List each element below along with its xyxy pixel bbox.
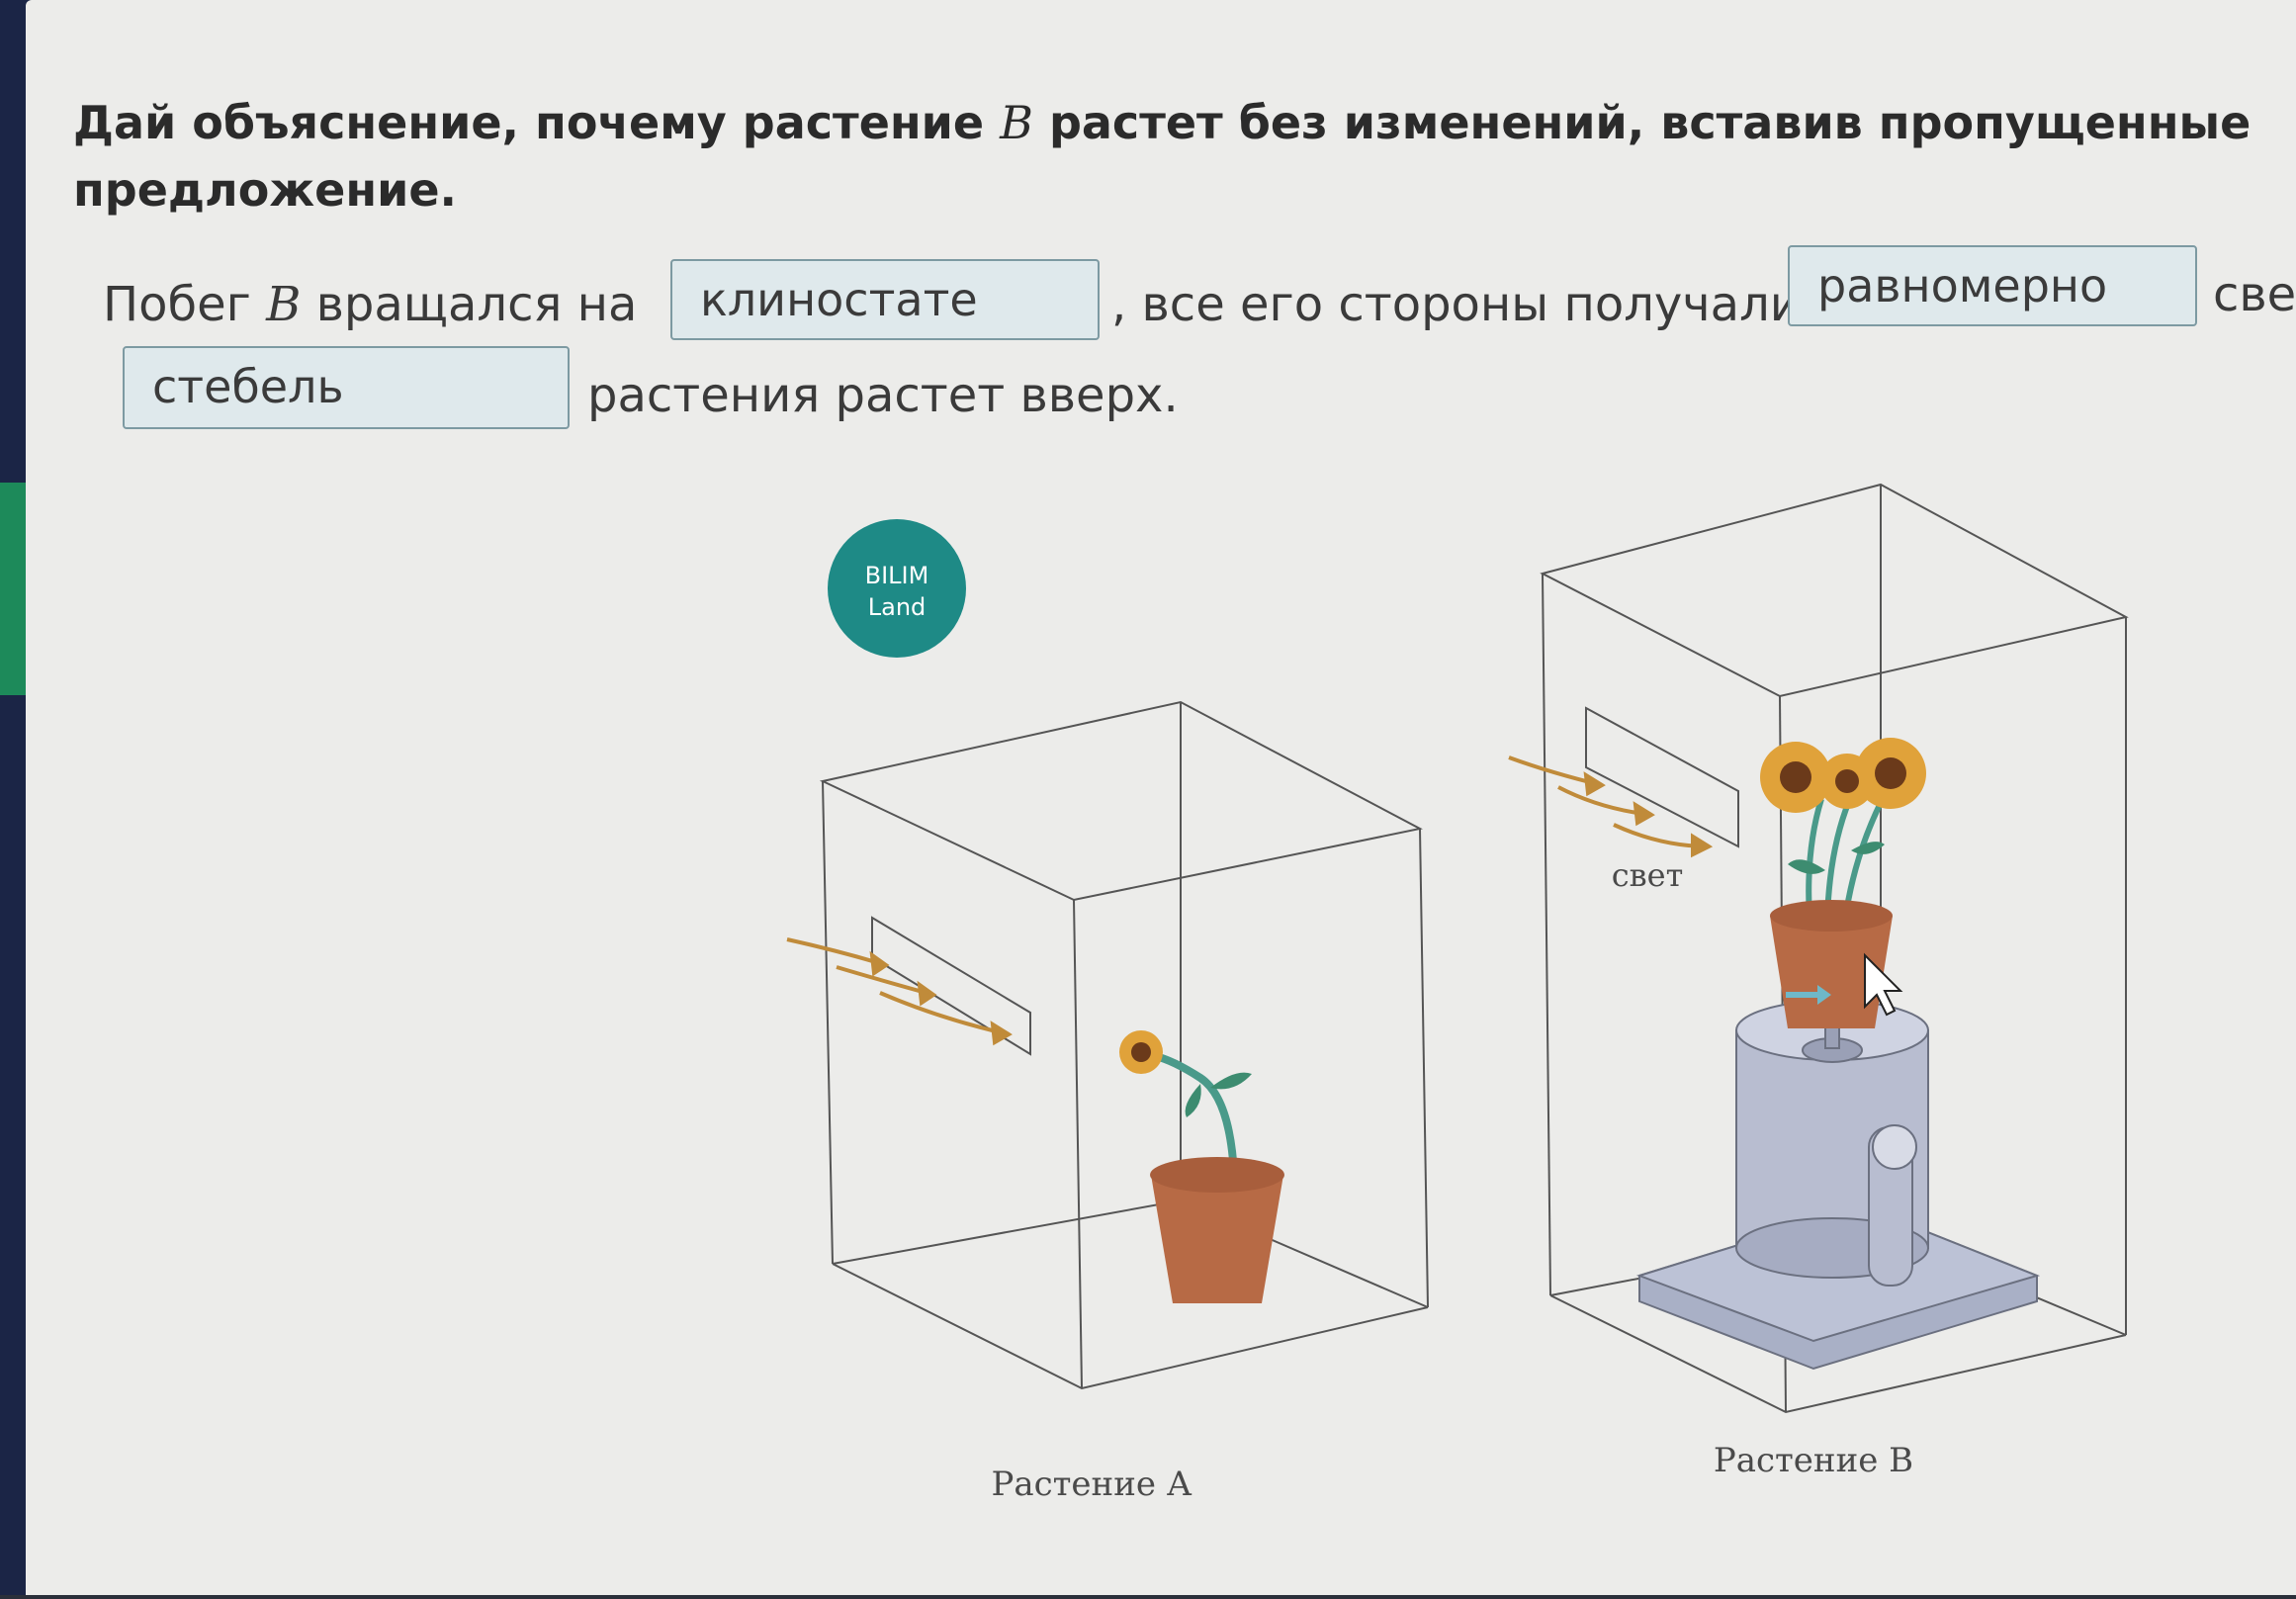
blank-2-input[interactable]: равномерно <box>1788 245 2197 326</box>
sentence-part-3: , все его стороны получали <box>1111 277 1801 332</box>
question-suffix: растет без изменений, вставив пропущенны… <box>1032 96 2252 149</box>
blank-3-input[interactable]: стебель <box>123 346 570 429</box>
caption-plant-b: Растение В <box>1714 1441 1913 1480</box>
clinostat-device <box>1635 1000 2041 1371</box>
question-prefix: Дай объяснение, почему растение <box>73 96 1001 149</box>
sentence-part-4: свет <box>2213 267 2296 322</box>
plant-b <box>1760 738 1926 1028</box>
blank-1-input[interactable]: клиностате <box>670 259 1100 340</box>
question-line2: предложение. <box>73 163 458 217</box>
sentence-part-1: Побег B вращался на <box>103 277 637 332</box>
light-label: свет <box>1612 856 1684 894</box>
screen-bottom-edge <box>0 1595 2296 1599</box>
box-b-window <box>1585 706 1739 848</box>
sentence-variable: B <box>266 277 302 332</box>
logo-line-1: BILIM <box>865 562 929 589</box>
logo-line-2: Land <box>868 593 927 621</box>
question-text: Дай объяснение, почему растение B растет… <box>73 89 2288 223</box>
plant-a <box>1119 1030 1284 1303</box>
sentence-rotated-on: вращался на <box>301 277 638 332</box>
light-arrows-a <box>786 937 1013 1046</box>
sentence-start: Побег <box>103 277 267 332</box>
question-variable: B <box>1000 96 1033 149</box>
sentence-part-5: растения растет вверх. <box>587 368 1179 423</box>
light-arrows-b <box>1508 755 1714 858</box>
mouse-cursor-icon <box>1864 952 1903 1017</box>
caption-plant-a: Растение А <box>991 1465 1192 1504</box>
bilimland-logo: BILIM Land <box>828 519 966 658</box>
box-a-window <box>871 916 1031 1056</box>
